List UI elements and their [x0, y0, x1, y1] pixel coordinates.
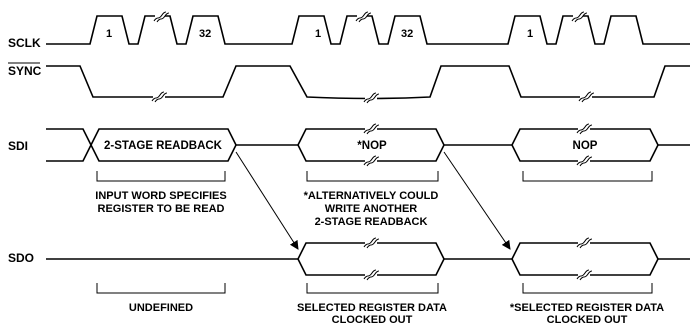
sdo-bracket-1 — [96, 283, 226, 294]
sdi-frame-3-label: NOP — [573, 140, 598, 152]
pulse-label-1: 1 — [315, 28, 321, 40]
sclk-break-1 — [153, 11, 170, 23]
pulse-label-32: 32 — [401, 28, 413, 40]
note-selected-data-line-1: SELECTED REGISTER DATA — [297, 302, 447, 314]
sdo-bracket-3 — [522, 283, 653, 294]
sdo-label: SDO — [8, 251, 34, 265]
sclk-waveform — [46, 11, 690, 45]
sdi-waveform — [46, 123, 690, 167]
note-undefined: UNDEFINED — [129, 302, 193, 314]
note-alternative-line-1: *ALTERNATIVELY COULD — [304, 190, 439, 202]
sdi-label: SDI — [8, 139, 28, 153]
sync-break-2 — [363, 92, 380, 104]
note-selected-data-2-line-2: CLOCKED OUT — [547, 314, 628, 324]
sync-label: SYNC — [8, 64, 42, 78]
note-alternative-line-3: 2-STAGE READBACK — [315, 216, 428, 228]
note-alternative-line-2: WRITE ANOTHER — [325, 203, 418, 215]
sclk-label: SCLK — [8, 36, 41, 50]
sync-break-1 — [151, 91, 168, 103]
sdo-bracket-2 — [306, 283, 439, 294]
sdi-frame-2-label: *NOP — [357, 140, 387, 152]
note-input-word-line-1: INPUT WORD SPECIFIES — [95, 190, 226, 202]
sync-waveform — [46, 65, 690, 104]
pulse-label-32: 32 — [199, 28, 211, 40]
pulse-label-1: 1 — [106, 28, 112, 40]
sclk-break-3 — [571, 11, 588, 23]
sclk-break-2 — [355, 11, 372, 23]
sdi-break-1 — [363, 123, 380, 167]
pulse-label-1: 1 — [527, 28, 533, 40]
note-selected-data-2-line-1: *SELECTED REGISTER DATA — [510, 302, 664, 314]
arrow-readback-to-data — [235, 151, 299, 250]
sdo-break-2 — [576, 237, 593, 281]
note-input-word-line-2: REGISTER TO BE READ — [98, 203, 225, 215]
sdi-bracket-3 — [522, 171, 653, 182]
sdo-break-1 — [363, 237, 380, 281]
arrow-readback-to-data-2 — [443, 151, 511, 250]
note-selected-data-line-2: CLOCKED OUT — [332, 314, 413, 324]
sdi-bracket-1 — [96, 171, 226, 182]
sync-break-3 — [578, 91, 595, 103]
sdi-frame-1-label: 2-STAGE READBACK — [104, 140, 223, 152]
sdi-bracket-2 — [306, 171, 439, 182]
sdi-break-2 — [576, 123, 593, 167]
sdo-waveform — [46, 237, 690, 281]
